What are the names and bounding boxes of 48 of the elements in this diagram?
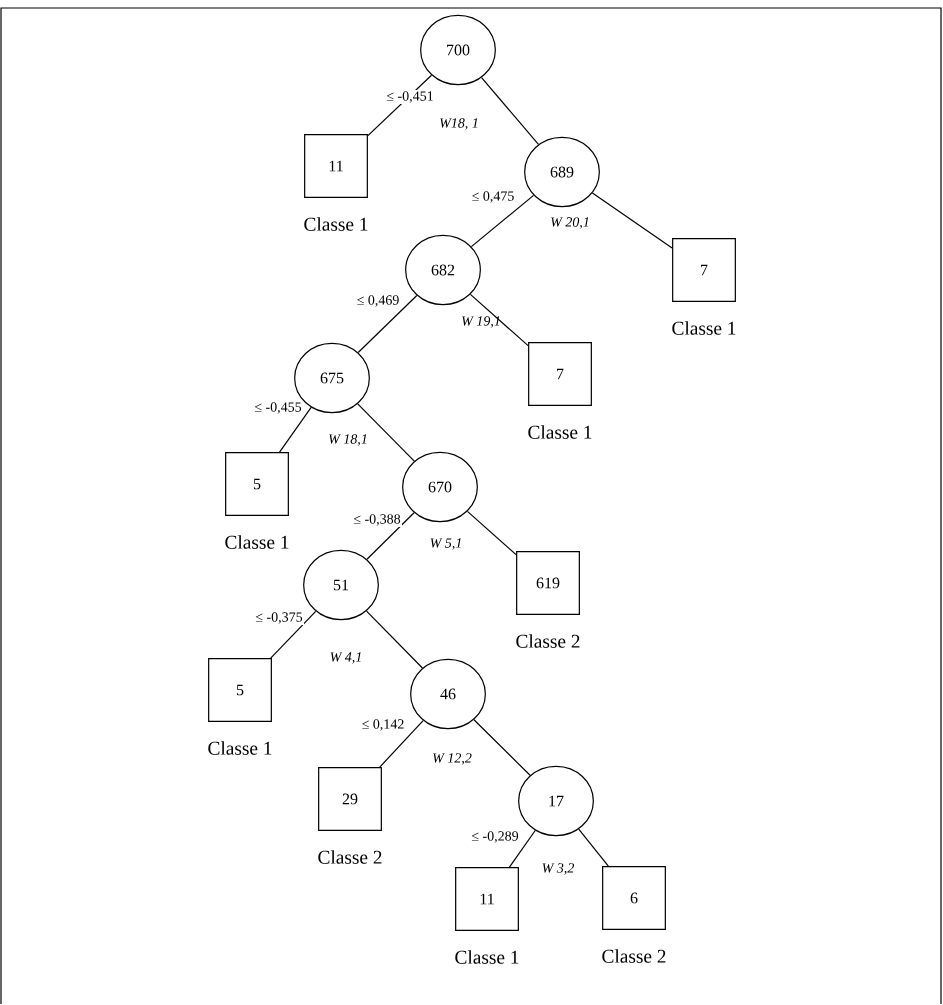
leaf-box: 7 xyxy=(528,342,592,406)
branch-line xyxy=(379,720,424,768)
branch-line xyxy=(357,403,415,462)
branch-line xyxy=(578,828,609,867)
class-label: Classe 1 xyxy=(208,741,272,755)
threshold-label: ≤ 0,142 xyxy=(360,717,406,733)
leaf-box: 11 xyxy=(304,134,368,198)
branch-line xyxy=(480,77,540,145)
threshold-label: ≤ -0,375 xyxy=(254,610,304,626)
split-variable-label: W 20,1 xyxy=(551,217,589,229)
branch-line xyxy=(508,829,536,868)
split-variable-label: W 12,2 xyxy=(433,753,472,765)
class-label: Classe 1 xyxy=(304,217,368,231)
branch-line xyxy=(466,510,517,556)
branch-line xyxy=(279,406,312,453)
leaf-box: 29 xyxy=(318,767,382,831)
branch-line xyxy=(366,512,415,560)
branch-line xyxy=(591,192,673,249)
split-variable-label: W 5,1 xyxy=(430,538,461,550)
split-variable-label: W 4,1 xyxy=(330,652,361,664)
split-variable-label: W 18,1 xyxy=(329,434,367,446)
split-variable-label: W18, 1 xyxy=(440,118,478,130)
leaf-box: 619 xyxy=(516,551,580,615)
split-variable-label: W 3,2 xyxy=(542,863,575,875)
leaf-box: 5 xyxy=(208,658,272,722)
class-label: Classe 1 xyxy=(672,321,736,335)
threshold-label: ≤ -0,289 xyxy=(470,829,520,845)
class-label: Classe 1 xyxy=(528,425,592,439)
class-label: Classe 2 xyxy=(602,949,666,963)
threshold-label: ≤ 0,469 xyxy=(355,293,401,309)
class-label: Classe 2 xyxy=(516,634,580,648)
leaf-box: 11 xyxy=(455,867,519,931)
branch-line xyxy=(473,719,531,776)
branch-line xyxy=(470,194,535,248)
branch-line xyxy=(365,610,424,669)
threshold-label: ≤ 0,475 xyxy=(470,189,516,205)
branch-line xyxy=(270,610,317,659)
branch-line xyxy=(357,294,418,354)
class-label: Classe 1 xyxy=(455,950,519,964)
leaf-box: 7 xyxy=(672,238,736,302)
leaf-box: 5 xyxy=(225,452,289,516)
branch-line xyxy=(469,293,529,347)
split-variable-label: W 19,1 xyxy=(462,316,500,328)
leaf-box: 6 xyxy=(602,866,666,930)
class-label: Classe 1 xyxy=(225,535,289,549)
threshold-label: ≤ -0,388 xyxy=(352,512,402,528)
threshold-label: ≤ -0,451 xyxy=(385,89,435,105)
class-label: Classe 2 xyxy=(318,850,382,864)
